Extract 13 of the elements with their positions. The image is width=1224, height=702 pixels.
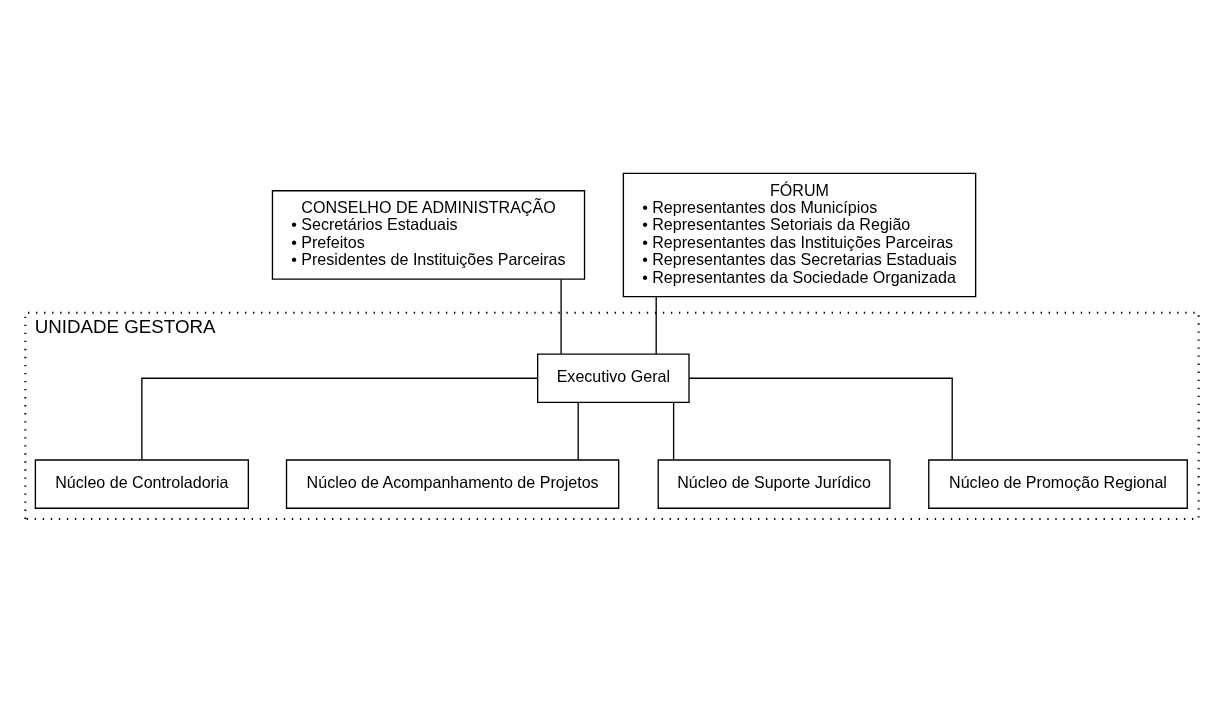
- connector: [577, 401, 579, 460]
- connector: [688, 377, 953, 460]
- node-box: Núcleo de Acompanhamento de Projetos: [285, 458, 620, 509]
- connector: [672, 401, 675, 460]
- node-box: Núcleo de Controladoria: [34, 458, 249, 509]
- node-box: FÓRUM • Representantes dos Municípios • Representantes Setoriais da Região • Representantes das Instituições Parceiras • Representantes das Secretarias Estaduais • Representantes da Sociedade Organizada: [622, 172, 977, 297]
- connector: [560, 278, 562, 354]
- node-box: CONSELHO DE ADMINISTRAÇÃO • Secretários Estaduais • Prefeitos • Presidentes de Instituições Parceiras: [271, 189, 586, 280]
- connector: [655, 295, 657, 355]
- connector: [141, 377, 539, 460]
- node-box: Executivo Geral: [537, 353, 690, 403]
- node-box: Núcleo de Promoção Regional: [928, 458, 1188, 509]
- node-box: Núcleo de Suporte Jurídico: [657, 458, 891, 509]
